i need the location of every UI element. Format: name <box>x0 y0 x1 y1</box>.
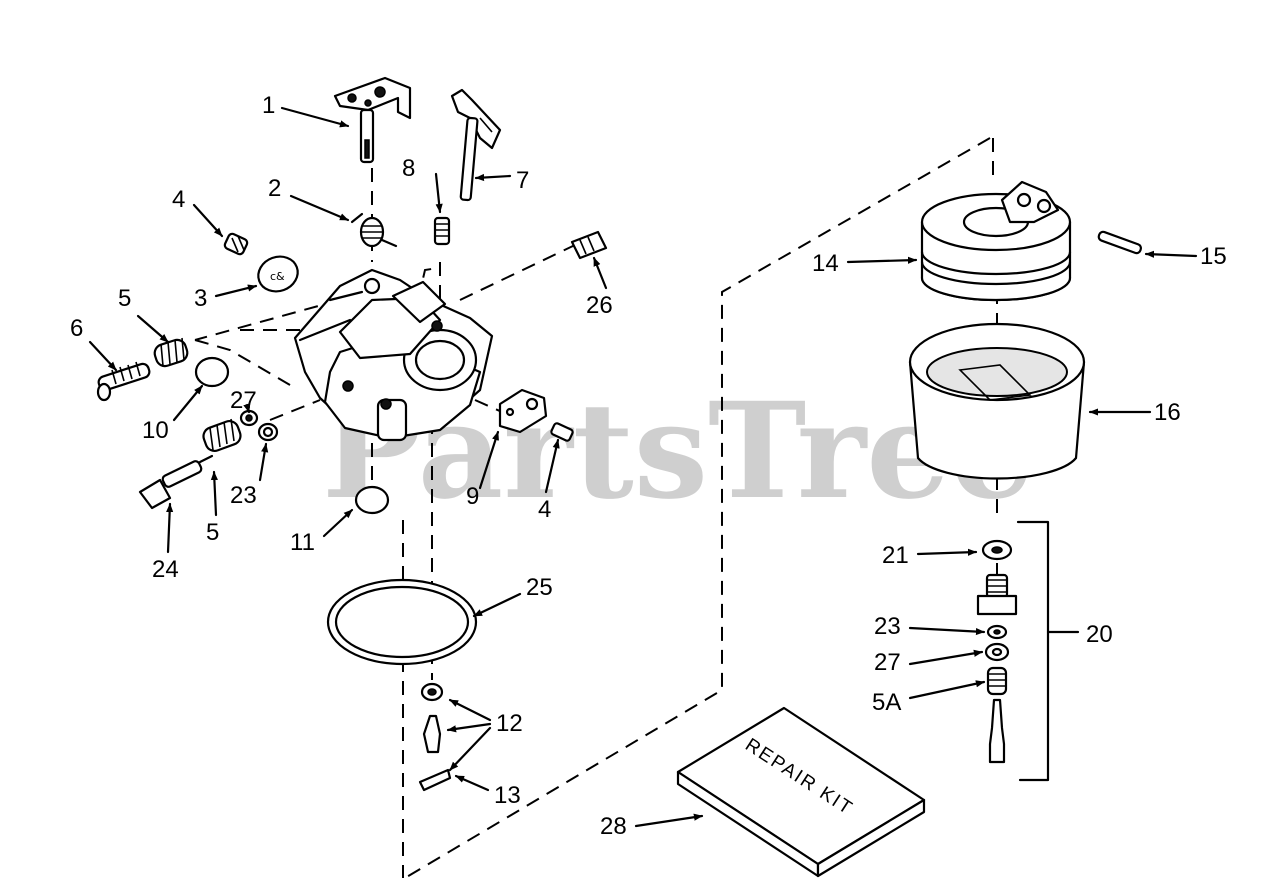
callout-4-upper: 4 <box>172 186 185 213</box>
leader-lines <box>88 106 1198 828</box>
part-fitting-26 <box>570 230 608 260</box>
callout-5-lower: 5 <box>206 519 219 546</box>
callout-14: 14 <box>812 250 839 277</box>
callout-13: 13 <box>494 782 521 809</box>
callout-6: 6 <box>70 315 83 342</box>
part-screw-4-upper <box>223 232 249 256</box>
callout-12: 12 <box>496 710 523 737</box>
part-throttle-shaft <box>333 76 412 164</box>
part-plate-9 <box>498 388 548 434</box>
part-float-14 <box>920 180 1072 302</box>
callout-labels: 1 2 4 8 7 3 5 6 26 10 27 23 5 24 11 9 4 … <box>70 92 1227 840</box>
part-pin-15 <box>1097 230 1143 255</box>
callout-5A: 5A <box>872 689 901 716</box>
callout-25: 25 <box>526 574 553 601</box>
svg-text:c&: c& <box>270 270 285 283</box>
callout-15: 15 <box>1200 243 1227 270</box>
part-gasket-25 <box>326 578 478 666</box>
callout-28: 28 <box>600 813 627 840</box>
part-throttle-plate: c& <box>257 255 299 293</box>
callout-24: 24 <box>152 556 179 583</box>
part-plug-11 <box>354 485 390 515</box>
callout-7: 7 <box>516 167 529 194</box>
callout-9: 9 <box>466 483 479 510</box>
part-plug-10 <box>194 356 230 388</box>
part-bowl-nut-assembly-20 <box>976 520 1050 782</box>
callout-16: 16 <box>1154 399 1181 426</box>
callout-21: 21 <box>882 542 909 569</box>
part-float-bowl-16 <box>908 322 1086 480</box>
part-needle-seat-12 <box>420 682 444 754</box>
part-carburetor-body <box>293 268 494 442</box>
callout-3: 3 <box>194 285 207 312</box>
callout-10: 10 <box>142 417 169 444</box>
callout-1: 1 <box>262 92 275 119</box>
callout-11: 11 <box>290 529 315 556</box>
part-jet-8 <box>433 216 451 246</box>
part-washers-left <box>239 409 279 442</box>
callout-27-left: 27 <box>230 387 257 414</box>
part-choke-shaft <box>450 88 502 202</box>
part-screw-6 <box>96 361 151 402</box>
callout-5-upper: 5 <box>118 285 131 312</box>
callout-23-left: 23 <box>230 482 257 509</box>
callout-26: 26 <box>586 292 613 319</box>
callout-23-right: 23 <box>874 613 901 640</box>
part-spring-5-lower <box>202 418 242 452</box>
part-repair-kit-28: REPAIR KIT <box>676 706 926 878</box>
callout-4-lower: 4 <box>538 496 551 523</box>
part-needle-24 <box>138 454 214 510</box>
callout-20: 20 <box>1086 621 1113 648</box>
part-spring-5-upper <box>153 337 189 368</box>
part-screw-4-lower <box>550 422 574 442</box>
part-spring-2 <box>350 212 398 248</box>
part-clip-13 <box>418 768 452 792</box>
callout-27-right: 27 <box>874 649 901 676</box>
callout-2: 2 <box>268 175 281 202</box>
callout-8: 8 <box>402 155 415 182</box>
